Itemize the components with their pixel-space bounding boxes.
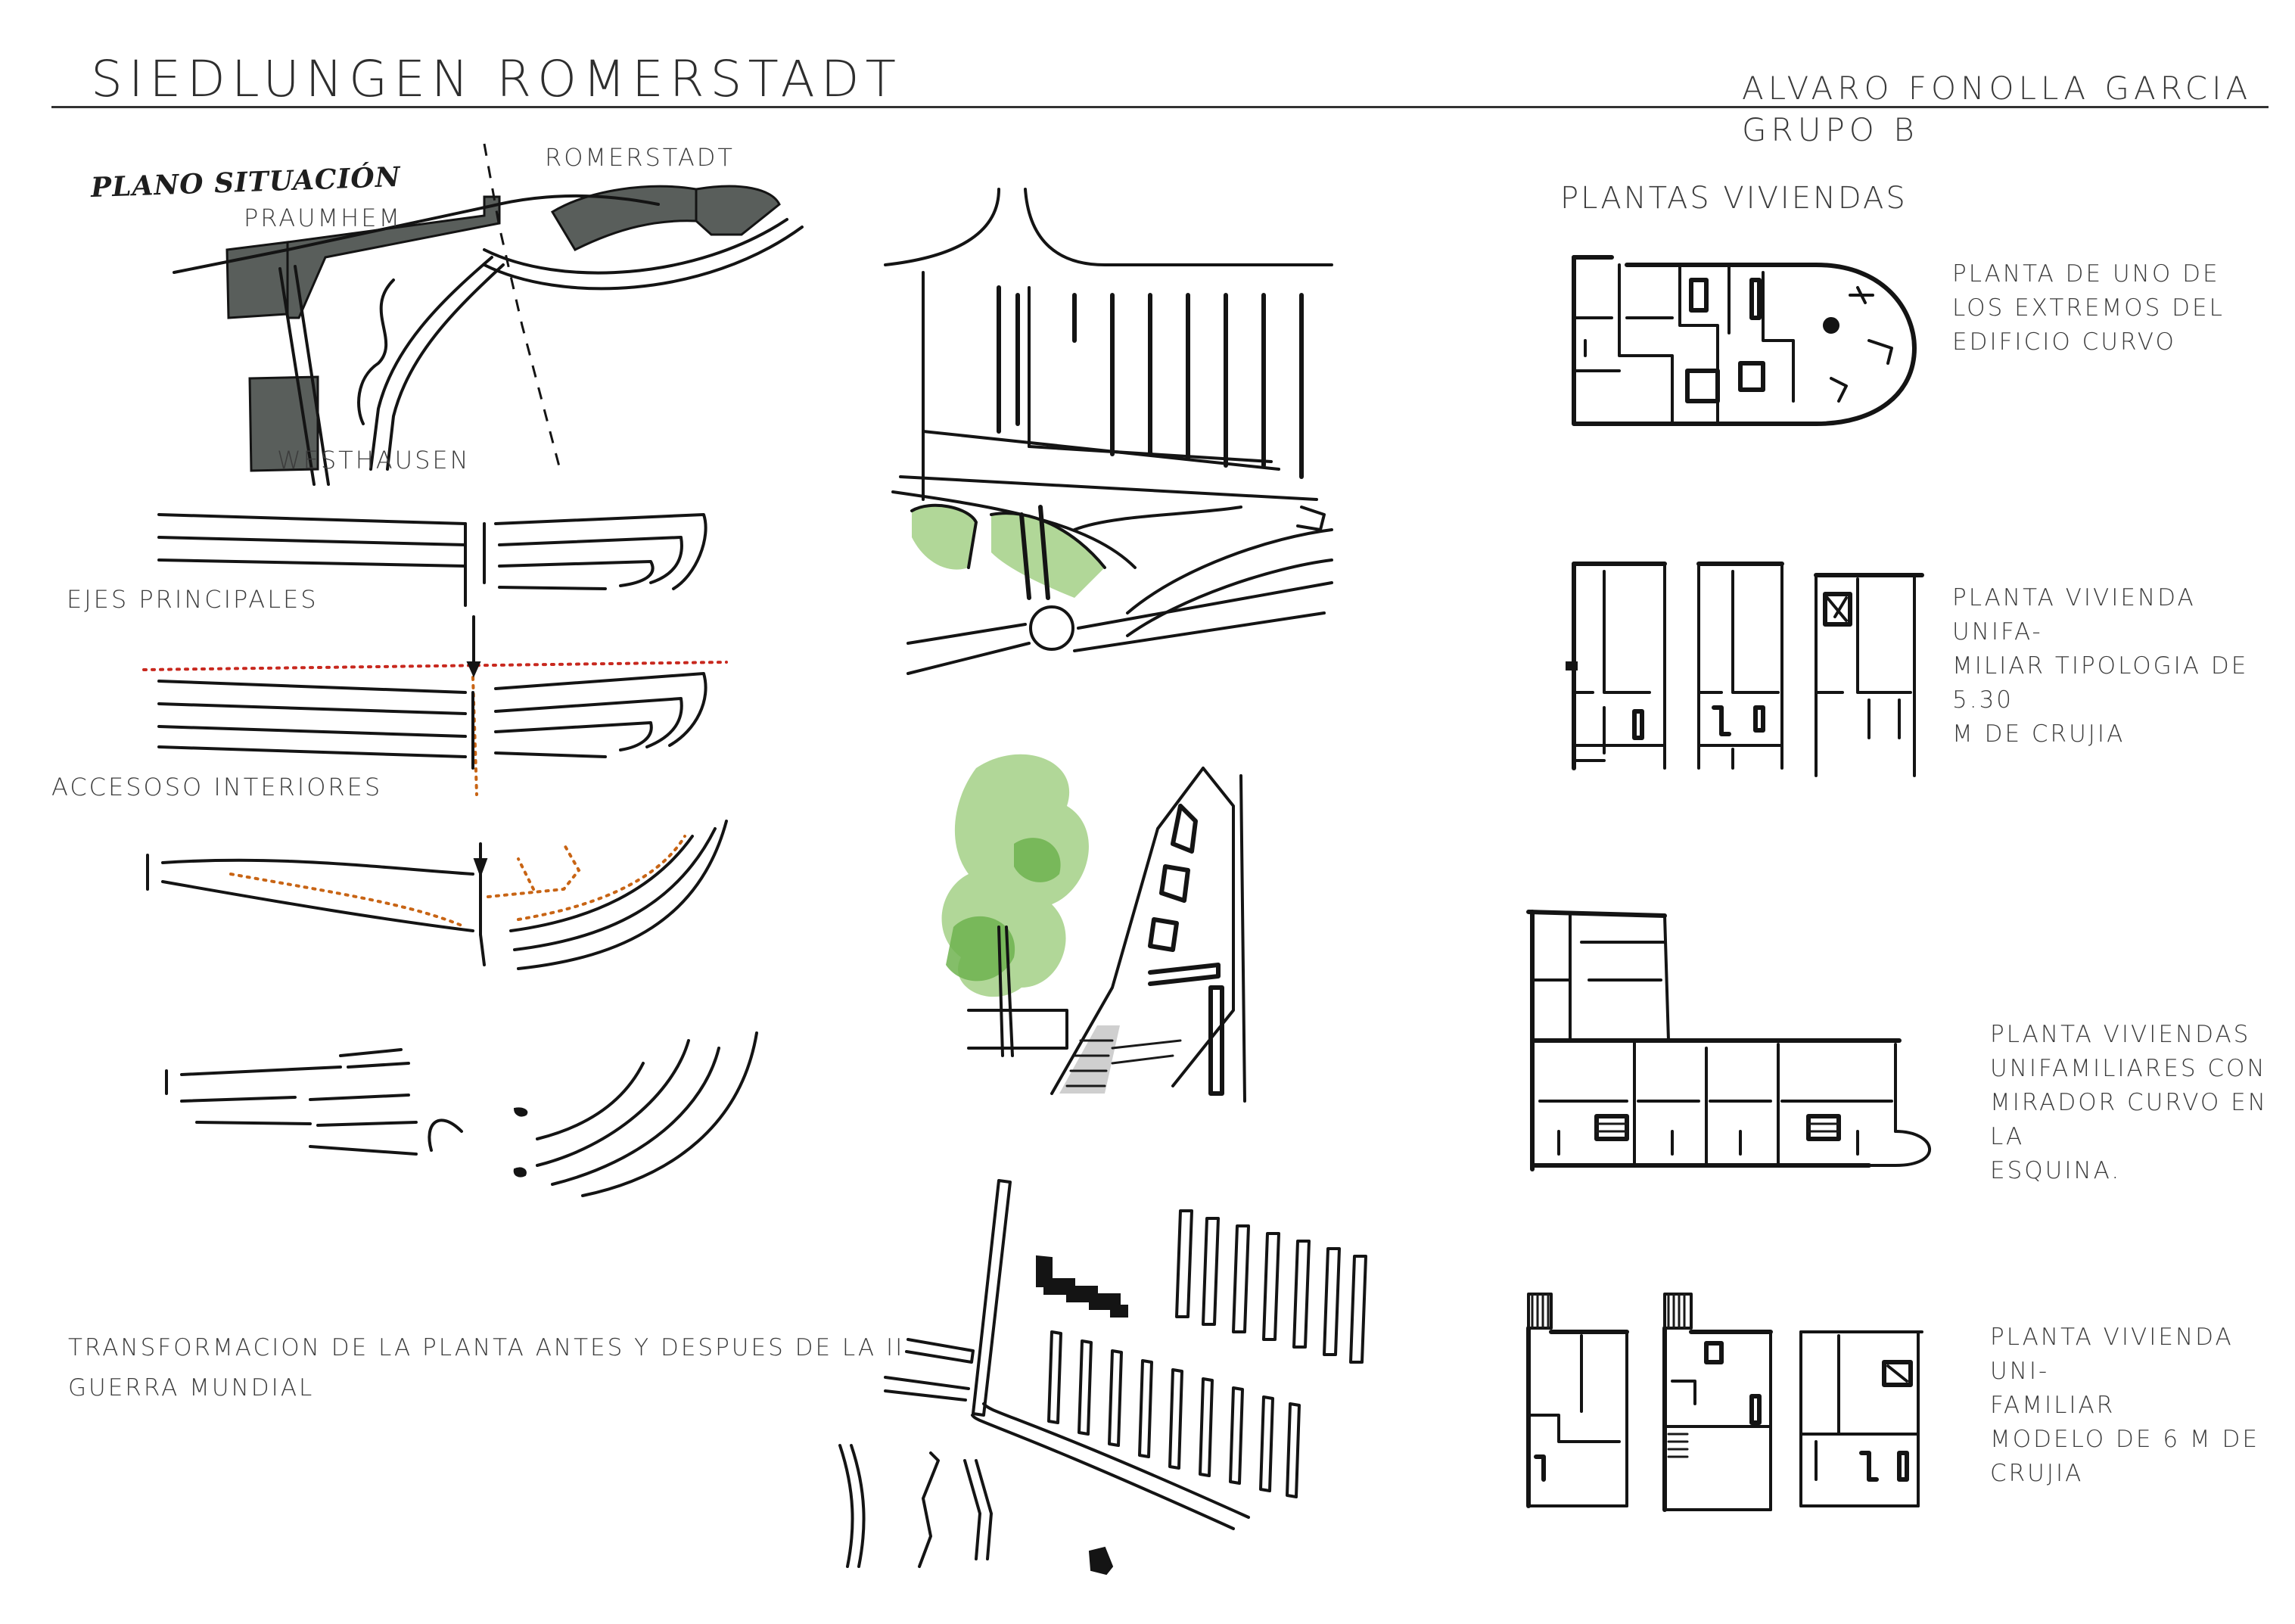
floor-plan-mirador-curvo (1513, 904, 1952, 1177)
road-vertical-2 (295, 266, 328, 484)
author-label: ALVARO FONOLLA GARCIA GRUPO B (1742, 70, 2253, 148)
floor-plan-curved-end (1566, 250, 1930, 431)
praumhem-band (288, 197, 499, 318)
plantas-heading: PLANTAS VIVIENDAS (1560, 181, 1908, 216)
road-vertical-1 (280, 269, 314, 484)
page-title: SIEDLUNGEN ROMERSTADT (91, 50, 902, 108)
row-blocks-lower (1049, 1332, 1299, 1497)
header-rule (51, 106, 2269, 108)
note-plan-2: PLANTA VIVIENDA UNIFA- MILIAR TIPOLOGIA … (1952, 584, 2249, 748)
black-block-2 (1090, 1548, 1112, 1574)
label-westhausen: WESTHAUSEN (277, 446, 471, 474)
street-plan-drawing (878, 174, 1347, 674)
note-plan-3: PLANTA VIVIENDAS UNIFAMILIARES CON MIRAD… (1990, 1021, 2268, 1184)
curved-accesos-diagram (140, 814, 745, 980)
praumhem-block (227, 242, 288, 318)
floor-plan-unifamiliar-530 (1559, 556, 1937, 783)
label-praumhem: PRAUMHEM (244, 204, 403, 232)
river-1 (359, 280, 393, 424)
label-transformacion: TRANSFORMACION DE LA PLANTA ANTES Y DESP… (68, 1334, 905, 1402)
note-plan-4: PLANTA VIVIENDA UNI- FAMILIAR MODELO DE … (1990, 1324, 2259, 1487)
river-3 (387, 265, 503, 469)
road-top (174, 196, 658, 272)
row-blocks-upper (1177, 1211, 1366, 1362)
romerstadt-block-2 (696, 186, 779, 235)
block-plan-drawing (825, 1173, 1370, 1582)
boundary-dashed (484, 144, 560, 469)
transformacion-diagram (159, 1033, 764, 1207)
river-2 (371, 257, 492, 469)
road-curve-2 (484, 227, 802, 288)
label-ejes-principales: EJES PRINCIPALES (67, 585, 319, 614)
site-plan-drawing (166, 136, 832, 484)
label-romerstadt: ROMERSTADT (545, 143, 735, 172)
black-block-1 (1037, 1256, 1127, 1317)
ejes-diagram (151, 507, 726, 605)
red-dotted-axis (144, 662, 726, 670)
accesos-diagram (136, 617, 742, 798)
label-accesos-interiores: ACCESOSO INTERIORES (51, 773, 383, 801)
floor-plan-unifamiliar-6m (1521, 1290, 1930, 1517)
road-curve-1 (484, 219, 787, 273)
street-perspective-sketch (941, 754, 1256, 1101)
note-plan-1: PLANTA DE UNO DE LOS EXTREMOS DEL EDIFIC… (1952, 260, 2225, 356)
